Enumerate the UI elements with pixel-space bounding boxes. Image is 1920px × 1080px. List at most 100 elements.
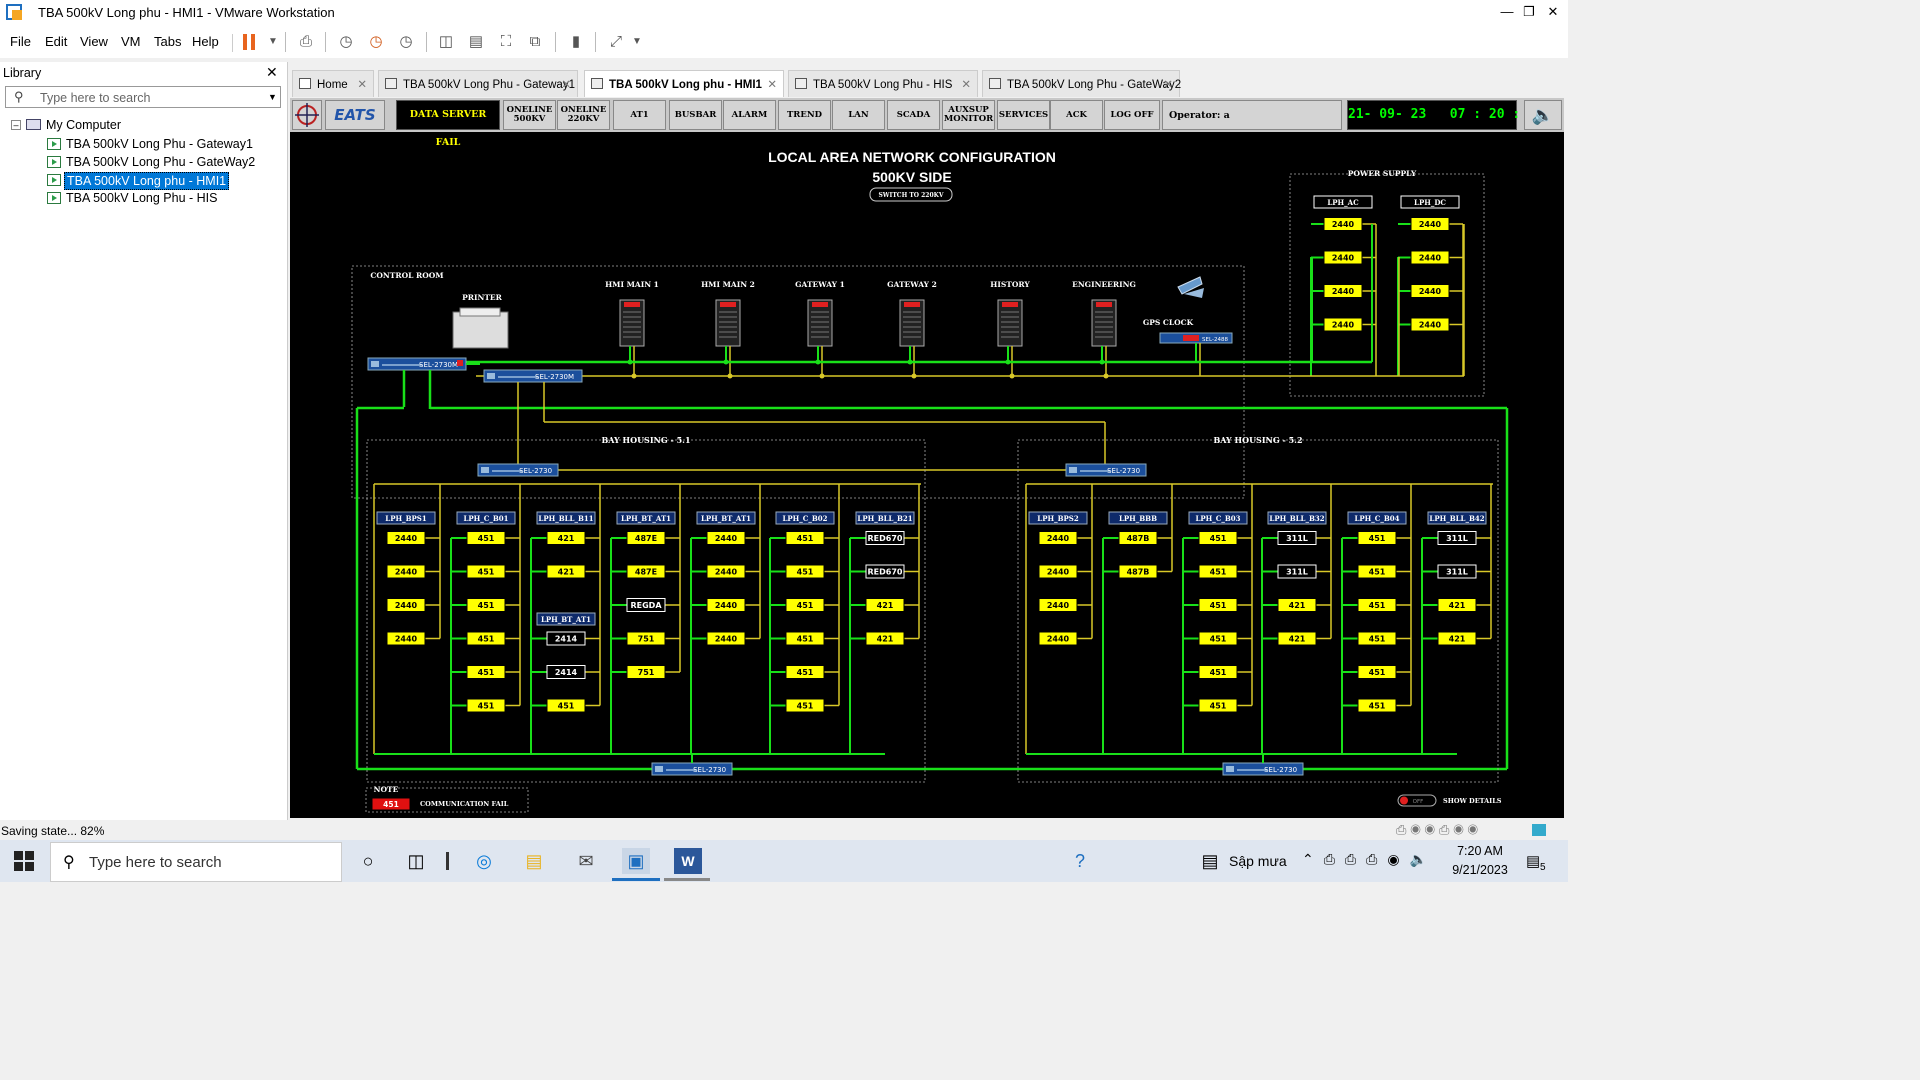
snapshot-manager-icon[interactable]: ◷ [399,33,413,50]
device-value-box[interactable] [785,631,825,646]
bay-column-lph_bps1-box[interactable] [376,511,436,525]
device-value-box[interactable] [785,665,825,679]
device-value-box[interactable] [1357,564,1397,579]
device-value-box[interactable] [466,531,506,545]
power-value-box[interactable] [1323,317,1363,332]
device-value-box[interactable] [466,564,506,579]
device-value-box[interactable] [466,631,506,646]
file-explorer-icon[interactable]: ▤ [525,851,543,871]
device-value-box[interactable] [865,631,905,646]
hmi-button-at1[interactable]: AT1 [613,100,666,130]
clock-time[interactable]: 7:20 AM [1457,844,1503,858]
power-value-box[interactable] [1323,250,1363,265]
system-tray-icons[interactable]: ⌃⎙⎙⎙◉🔈 [1302,851,1437,867]
library-vm-item[interactable]: TBA 500kV Long phu - HMI1 [64,172,230,190]
device-value-box[interactable] [865,564,905,579]
clock-date[interactable]: 9/21/2023 [1452,863,1508,877]
device-value-box[interactable] [865,598,905,612]
hmi-button-busbar[interactable]: BUSBAR [669,100,722,130]
hmi-button-scada[interactable]: SCADA [887,100,940,130]
vm-tab[interactable]: TBA 500kV Long phu - HMI1✕ [584,70,784,97]
bay-column-lph_c_b01-box[interactable] [456,511,516,525]
server-rack-icon[interactable] [807,299,833,347]
bay-column-lph_bll_b11-box[interactable] [536,511,596,525]
pause-icon[interactable] [243,34,247,50]
vm-tab[interactable]: TBA 500kV Long Phu - GateWay2✕ [982,70,1181,97]
device-value-box[interactable] [1038,531,1078,545]
power-value-box[interactable] [1410,284,1450,298]
power-value-box[interactable] [1410,317,1450,332]
close-button[interactable]: ✕ [1547,4,1559,19]
stretch-guest-icon[interactable]: ⤢ [609,33,622,50]
thumbnail-bar-icon[interactable]: ▤ [468,33,484,50]
windows-start-icon[interactable] [14,851,34,871]
bay-column-lph_c_b04-box[interactable] [1347,511,1407,525]
hmi-button-auxsup-monitor[interactable]: AUXSUP MONITOR [942,100,995,130]
news-weather-icon[interactable]: ▤ [1201,851,1219,871]
snapshot-icon[interactable]: ◷ [339,33,353,50]
hmi-button-log-off[interactable]: LOG OFF [1104,100,1160,130]
device-value-box[interactable] [546,665,586,679]
device-value-box[interactable] [1198,665,1238,679]
device-value-box[interactable] [1038,564,1078,579]
menu-tabs[interactable]: Tabs [154,34,182,49]
bay-subunit-lph_bt_at1-box[interactable] [536,612,596,626]
vm-tab[interactable]: TBA 500kV Long Phu - HIS✕ [788,70,978,97]
mail-icon[interactable]: ✉ [578,851,594,871]
device-value-box[interactable] [1198,531,1238,545]
hmi-button-oneline-220kv[interactable]: ONELINE 220KV [557,100,610,130]
cortana-icon[interactable]: ○ [362,851,374,871]
close-tab-icon[interactable]: ✕ [767,79,777,91]
device-value-box[interactable] [546,631,586,646]
help-icon[interactable]: ? [1074,851,1085,871]
power-group-box[interactable] [1313,195,1373,209]
device-value-box[interactable] [1118,564,1158,579]
device-status-icons[interactable]: ⎙◉◉⎙◉◉ [1396,822,1482,837]
bay-column-lph_bll_b42-box[interactable] [1427,511,1487,525]
device-value-box[interactable] [1357,531,1397,545]
device-value-box[interactable] [785,698,825,713]
power-value-box[interactable] [1410,250,1450,265]
close-library-icon[interactable]: ✕ [266,64,278,80]
hmi-button-alarm[interactable]: ALARM [723,100,776,130]
device-value-box[interactable] [1038,631,1078,646]
device-value-box[interactable] [546,698,586,713]
library-vm-item[interactable]: TBA 500kV Long Phu - Gateway1 [66,137,253,151]
device-value-box[interactable] [386,564,426,579]
close-tab-icon[interactable]: ✕ [357,79,367,91]
hmi-button-trend[interactable]: TREND [778,100,831,130]
library-vm-item[interactable]: TBA 500kV Long Phu - GateWay2 [66,155,256,169]
device-value-box[interactable] [865,531,905,545]
device-value-box[interactable] [626,665,666,679]
unity-icon[interactable]: ⧉ [529,33,541,50]
restore-button[interactable]: ❐ [1523,4,1535,19]
server-rack-icon[interactable] [1091,299,1117,347]
device-value-box[interactable] [466,698,506,713]
bay-column-lph_bt_at1-box[interactable] [696,511,756,525]
menu-view[interactable]: View [80,34,108,49]
bay52-top-switch[interactable] [1065,463,1147,477]
library-search-input[interactable]: ⚲ Type here to search ▼ [5,86,281,108]
chevron-down-icon[interactable]: ▼ [268,92,277,102]
vm-tab[interactable]: Home✕ [292,70,374,97]
device-value-box[interactable] [386,631,426,646]
task-view-icon[interactable]: ◫ [407,851,425,871]
switch-to-220kv-label[interactable]: SWITCH TO 220KV [878,192,943,199]
chevron-down-icon[interactable]: ▼ [268,36,278,47]
notification-icon[interactable]: ▤ [1526,853,1541,870]
message-log-icon[interactable] [1532,824,1546,836]
device-value-box[interactable] [546,531,586,545]
device-value-box[interactable] [706,564,746,579]
bay-column-lph_bll_b32-box[interactable] [1267,511,1327,525]
bay-column-lph_bt_at1-box[interactable] [616,511,676,525]
hmi-button-oneline-500kv[interactable]: ONELINE 500KV [503,100,556,130]
device-value-box[interactable] [626,531,666,545]
device-value-box[interactable] [785,598,825,612]
full-screen-icon[interactable]: ⛶ [500,33,512,50]
device-value-box[interactable] [626,598,666,612]
close-tab-icon[interactable]: ✕ [561,79,571,91]
device-value-box[interactable] [1437,564,1477,579]
collapse-toggle-icon[interactable]: – [11,120,21,130]
tree-root-my-computer[interactable]: My Computer [46,118,122,132]
